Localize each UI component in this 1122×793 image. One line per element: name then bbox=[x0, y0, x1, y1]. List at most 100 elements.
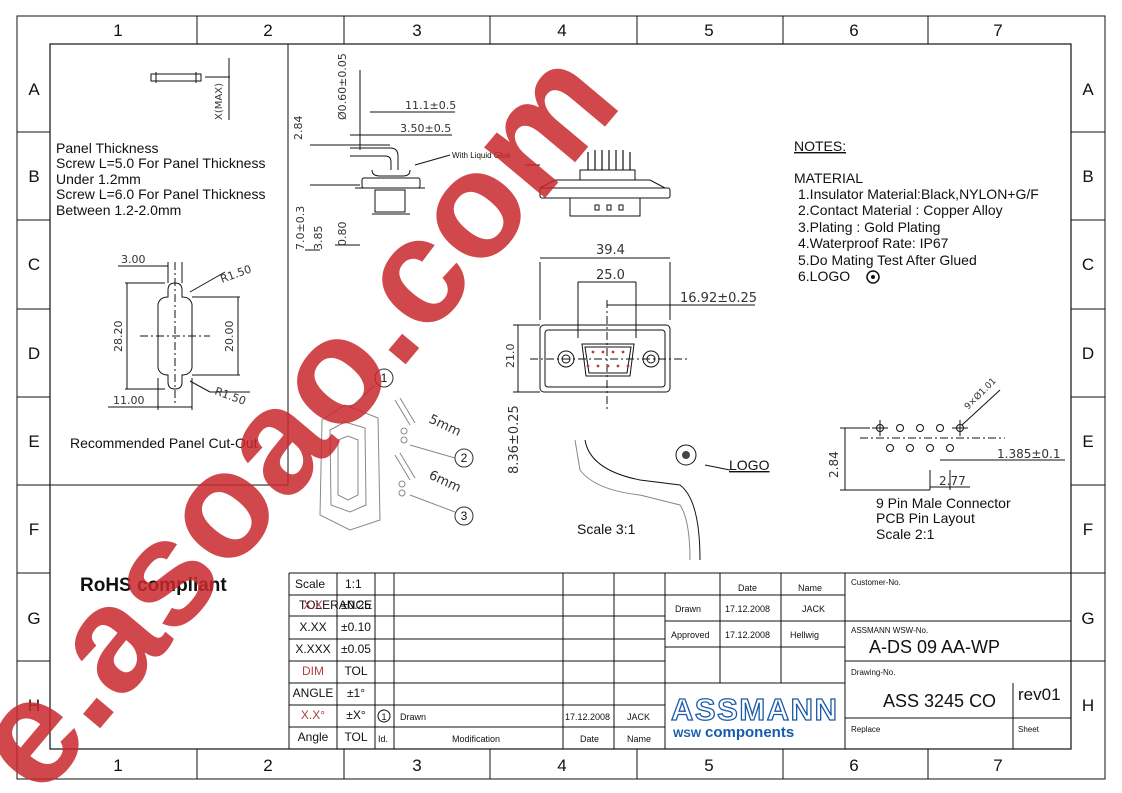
row-label-d: D bbox=[28, 344, 40, 363]
dim-21-0: 21.0 bbox=[504, 344, 517, 369]
tol-val-5: ±1° bbox=[347, 686, 365, 700]
row-label-a-right: A bbox=[1082, 80, 1094, 99]
rev-name: JACK bbox=[627, 712, 650, 722]
tol-key-6: X.X° bbox=[301, 708, 325, 722]
logo-callout-circle bbox=[675, 444, 697, 466]
tol-val-2: ±0.10 bbox=[341, 620, 371, 634]
drawn-date: 17.12.2008 bbox=[725, 604, 770, 614]
dim-28-20: 28.20 bbox=[112, 321, 125, 353]
dim-16-92: 16.92±0.25 bbox=[680, 291, 757, 306]
row-label-g-right: G bbox=[1081, 609, 1094, 628]
dim-2-84: 2.84 bbox=[292, 116, 305, 141]
callout-1: 1 bbox=[381, 371, 388, 385]
col-label-4-bottom: 4 bbox=[557, 756, 566, 775]
glue-label: With Liquid Glue bbox=[452, 151, 511, 160]
row-label-h-right: H bbox=[1082, 696, 1094, 715]
assmann-logo: ASSMANN bbox=[671, 692, 837, 727]
col-date: Date bbox=[580, 734, 599, 744]
logo-mark-icon bbox=[682, 451, 690, 459]
notes-item-3: 3.Plating : Gold Plating bbox=[798, 219, 940, 235]
col-label-5-bottom: 5 bbox=[704, 756, 713, 775]
col-label-6-bottom: 6 bbox=[849, 756, 858, 775]
pin-holes-dim: 9×Ø1.01 bbox=[962, 376, 998, 412]
col-label-3-bottom: 3 bbox=[412, 756, 421, 775]
wsw-number: A-DS 09 AA-WP bbox=[869, 637, 1000, 657]
row-label-b: B bbox=[28, 167, 39, 186]
hdr-name: Name bbox=[798, 583, 822, 593]
rev-marker: 1 bbox=[381, 712, 386, 722]
tol-key-3: X.XXX bbox=[295, 642, 330, 656]
row-label-h: H bbox=[28, 696, 40, 715]
tol-val-7: TOL bbox=[344, 730, 367, 744]
panel-line-3: Screw L=6.0 For Panel Thickness bbox=[56, 186, 265, 202]
x-max-label: X(MAX) bbox=[214, 83, 225, 120]
dim-3-50: 3.50±0.5 bbox=[400, 122, 451, 135]
col-label-2-bottom: 2 bbox=[263, 756, 272, 775]
logo-label: LOGO bbox=[729, 457, 770, 473]
notes-item-1: 1.Insulator Material:Black,NYLON+G/F bbox=[798, 186, 1039, 202]
notes-logo-icon bbox=[866, 270, 880, 284]
panel-box bbox=[49, 43, 289, 486]
dim-7-0: 7.0±0.3 bbox=[294, 206, 307, 250]
panel-cutout-drawing bbox=[108, 262, 250, 410]
revision-number: rev01 bbox=[1018, 685, 1061, 704]
logo-sub-right: components bbox=[705, 724, 794, 741]
row-label-d-right: D bbox=[1082, 344, 1094, 363]
top-view-drawing bbox=[525, 150, 671, 217]
wsw-no-label: ASSMANN WSW-No. bbox=[851, 626, 928, 635]
pin-caption-1: 9 Pin Male Connector bbox=[876, 495, 1011, 511]
col-label-1-bottom: 1 bbox=[113, 756, 122, 775]
notes-item-6: 6.LOGO bbox=[798, 268, 850, 284]
callout-2-circle bbox=[454, 448, 474, 468]
row-label-c-right: C bbox=[1082, 255, 1094, 274]
tol-val-6: ±X° bbox=[346, 708, 366, 722]
col-label-7: 7 bbox=[993, 21, 1002, 40]
pin-layout-drawing bbox=[840, 389, 1065, 491]
tol-key-2: X.XX bbox=[299, 620, 326, 634]
col-label-4: 4 bbox=[557, 21, 566, 40]
side-view-drawing bbox=[305, 70, 455, 251]
panel-line-1: Screw L=5.0 For Panel Thickness bbox=[56, 155, 265, 171]
tol-key-4: DIM bbox=[302, 664, 324, 678]
notes-item-5: 5.Do Mating Test After Glued bbox=[798, 252, 977, 268]
dim-phi-0-60: Ø0.60±0.05 bbox=[336, 53, 349, 120]
tolerance-label: TOLERANCE bbox=[299, 598, 372, 612]
front-view-drawing bbox=[513, 257, 755, 410]
rev-desc: Drawn bbox=[400, 712, 426, 722]
notes-title: NOTES: bbox=[794, 138, 846, 154]
panel-thickness-title: Panel Thickness bbox=[56, 140, 158, 156]
callout-2: 2 bbox=[461, 451, 468, 465]
notes-item-4: 4.Waterproof Rate: IP67 bbox=[798, 235, 949, 251]
dim-8-36: 8.36±0.25 bbox=[507, 405, 522, 474]
col-label-2: 2 bbox=[263, 21, 272, 40]
cutout-title: Recommended Panel Cut-Out bbox=[70, 435, 258, 451]
notes-material: MATERIAL bbox=[794, 170, 863, 186]
row-label-e: E bbox=[28, 432, 39, 451]
tol-val-4: TOL bbox=[344, 664, 367, 678]
dim-11-00: 11.00 bbox=[113, 394, 145, 407]
rev-marker-circle bbox=[377, 709, 391, 723]
drawn-name: JACK bbox=[802, 604, 825, 614]
tol-key-1: X.X bbox=[303, 598, 322, 612]
replace-label: Replace bbox=[851, 725, 881, 734]
iso-scale-label: Scale 3:1 bbox=[577, 521, 636, 537]
dim-3-85: 3.85 bbox=[312, 226, 325, 251]
rev-date: 17.12.2008 bbox=[565, 712, 610, 722]
tol-key-5: ANGLE bbox=[293, 686, 334, 700]
notes-item-2: 2.Contact Material : Copper Alloy bbox=[798, 202, 1003, 218]
row-label-b-right: B bbox=[1082, 167, 1093, 186]
watermark: e.asoao.com bbox=[0, 16, 649, 793]
rohs-label: RoHS compliant bbox=[80, 575, 227, 596]
row-label-f-right: F bbox=[1083, 520, 1093, 539]
screw-length-5mm: 5mm bbox=[426, 412, 463, 440]
callout-1-circle bbox=[374, 368, 394, 388]
row-label-f: F bbox=[29, 520, 39, 539]
col-name: Name bbox=[627, 734, 651, 744]
scale-label: Scale bbox=[295, 577, 325, 591]
pin-height-dim: 2.84 bbox=[827, 451, 841, 478]
col-id: Id. bbox=[378, 734, 388, 744]
approved-label: Approved bbox=[671, 630, 710, 640]
logo-sub-left: WSW bbox=[673, 728, 702, 740]
callout-3: 3 bbox=[461, 509, 468, 523]
dim-3-00: 3.00 bbox=[121, 253, 146, 266]
